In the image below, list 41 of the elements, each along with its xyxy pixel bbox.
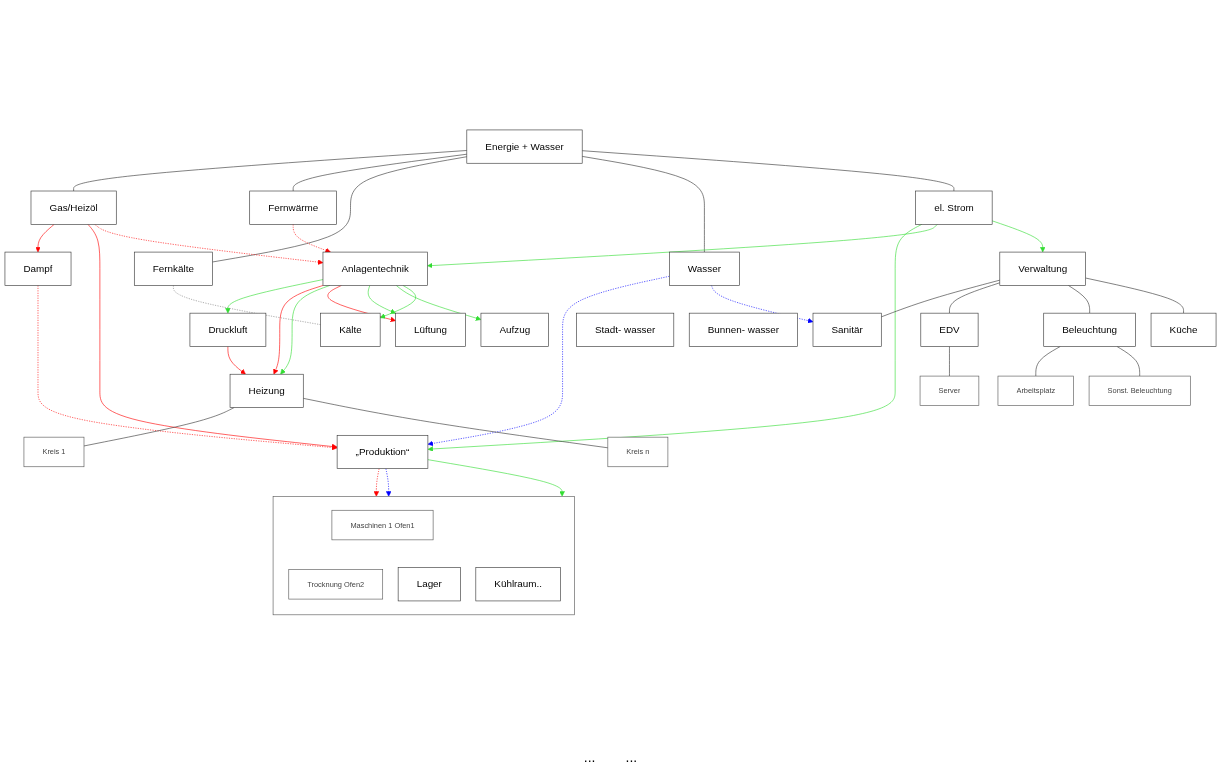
node-box: el. Strom	[915, 190, 993, 225]
node-box: EDV	[920, 312, 979, 347]
node-box: Lager	[397, 567, 461, 602]
connector	[949, 346, 950, 377]
node-box: Aufzug	[480, 312, 549, 347]
node-box: Druckluft	[189, 312, 267, 347]
node-box: Gas/Heizöl	[30, 190, 117, 225]
note-text: ...	[625, 749, 638, 765]
connector	[212, 156, 468, 263]
connector	[1116, 346, 1140, 377]
connector	[1068, 285, 1090, 314]
connector	[73, 150, 468, 192]
node-box: Lüftung	[395, 312, 466, 347]
cluster	[272, 496, 575, 616]
note-text: ...	[583, 749, 596, 765]
connector	[1085, 277, 1184, 314]
node-box: Sanitär	[812, 312, 882, 347]
node-box: Kälte	[320, 312, 381, 347]
node-box: Küche	[1150, 312, 1217, 347]
node-box: Anlagentechnik	[322, 251, 428, 286]
node-box: Fernkälte	[134, 251, 213, 286]
node-box: „Produktion“	[336, 435, 429, 470]
node-box: Stadt- wasser	[576, 312, 675, 347]
connector	[949, 282, 1001, 314]
node-box: Beleuchtung	[1043, 312, 1136, 347]
connector	[292, 154, 468, 192]
connector	[581, 150, 955, 192]
node-box: Heizung	[229, 374, 304, 408]
node-box: Kühlraum..	[475, 567, 561, 602]
node-box: Wasser	[669, 251, 740, 286]
connector	[83, 407, 235, 447]
connector	[173, 285, 321, 326]
connector	[581, 156, 705, 253]
node-box: Bunnen- wasser	[688, 312, 798, 347]
node-box: Energie + Wasser	[466, 129, 583, 164]
node-box: Verwaltung	[999, 251, 1086, 286]
node-box: Fernwärme	[249, 190, 337, 225]
connector	[302, 398, 609, 449]
node-box: Dampf	[4, 251, 72, 286]
connector	[880, 279, 1001, 318]
connector	[1035, 346, 1061, 377]
